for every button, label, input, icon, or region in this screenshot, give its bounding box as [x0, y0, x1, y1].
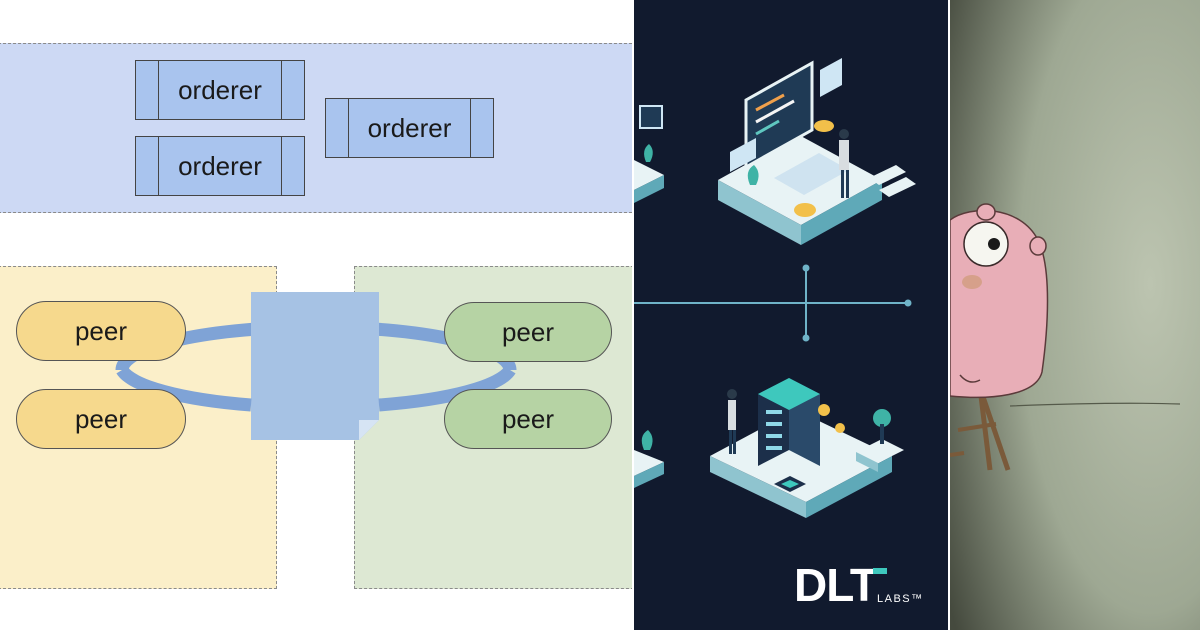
connector-node-icon [904, 299, 912, 307]
workstation-platform-icon [718, 58, 916, 245]
orderer-zone [0, 43, 632, 213]
brand-wordmark: DLT [794, 559, 878, 611]
dlt-labs-logo: DLT LABS™ [794, 562, 934, 610]
brand-subtitle: LABS™ [877, 593, 924, 605]
isometric-illustration [634, 58, 916, 518]
brand-accent-mark [873, 568, 887, 574]
org-b-peer-node: peer [444, 302, 612, 362]
org-a-peer-node: peer [16, 389, 186, 449]
orderer-node: orderer [325, 98, 494, 158]
org-b-peer-node: peer [444, 389, 612, 449]
panel-divider [632, 0, 634, 630]
network-diagram-panel: orderer orderer orderer peer peer peer p… [0, 43, 632, 589]
server-platform-icon [710, 378, 904, 518]
gopher-body [950, 203, 1049, 399]
orderer-node: orderer [135, 136, 305, 196]
orderer-node: orderer [135, 60, 305, 120]
dlt-labs-promo-panel: DLT LABS™ [634, 0, 948, 630]
ledger-document-icon [251, 292, 379, 440]
gopher-mascot-icon [950, 0, 1200, 630]
org-a-peer-node: peer [16, 301, 186, 361]
connector-node-icon [802, 264, 810, 272]
partial-platform-icon [634, 105, 664, 488]
panel-divider [948, 0, 950, 630]
connector-node-icon [802, 334, 810, 342]
mascot-photo-panel [950, 0, 1200, 630]
